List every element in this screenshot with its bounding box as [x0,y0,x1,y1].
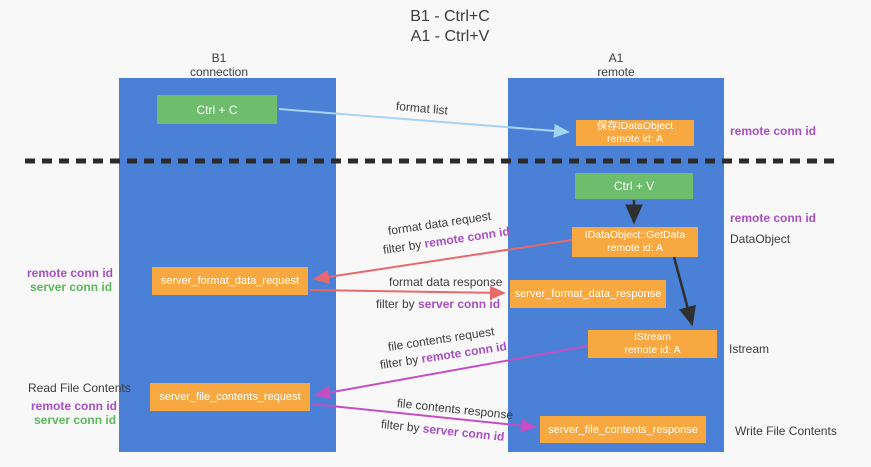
istream-line2: remote id: A [624,344,681,356]
file-contents-response-filter-label: filter by server conn id [380,417,505,444]
getdata-box: IDataObject::GetData remote id: A [572,227,698,257]
filter-by-prefix: filter by [378,351,423,372]
server-file-contents-request-label: server_file_contents_request [159,391,301,403]
server-format-data-response-box: server_format_data_response [510,280,666,308]
lane-b1-role: connection [189,65,249,79]
format-data-response-label: format data response [389,275,503,289]
server-format-data-request-label: server_format_data_request [160,275,300,287]
getdata-line1: IDataObject::GetData [584,229,686,241]
filter-by-prefix: filter by [380,417,424,436]
right-note-write-file-contents: Write File Contents [735,424,837,438]
right-note-istream: Istream [729,342,770,356]
ctrl-v-label: Ctrl + V [613,179,655,193]
server-file-contents-request-box: server_file_contents_request [150,383,310,411]
lane-b1-name: B1 [211,51,227,65]
filter-key-server-conn-id: server conn id [422,421,506,444]
file-contents-response-label: file contents response [396,396,514,423]
getdata-line2: remote id: A [606,242,664,254]
filter-key-server-conn-id: server conn id [418,297,501,311]
right-note-remote-conn-id-2: remote conn id [730,211,817,225]
format-data-response-arrow [309,285,506,300]
format-list-label: format list [395,99,449,118]
format-data-response-filter-label: filter by server conn id [376,297,500,311]
istream-box: IStream remote id: A [588,330,717,358]
istream-line1: IStream [634,331,671,343]
lane-b1-header: B1 connection [119,51,319,79]
server-format-data-request-box: server_format_data_request [152,267,308,295]
diagram-title-line1: B1 - Ctrl+C [410,8,490,25]
ctrl-c-label: Ctrl + C [196,102,238,117]
save-idataobject-line2: remote id: A [606,133,664,145]
left-note-server-conn-id-bottom: server conn id [34,413,117,427]
diagram-title-line2: A1 - Ctrl+V [410,28,490,45]
right-note-dataobject: DataObject [730,232,791,246]
lane-a1-name: A1 [608,51,624,65]
ctrl-v-box: Ctrl + V [575,173,693,199]
right-note-remote-conn-id-1: remote conn id [730,124,817,138]
left-note-read-file-contents: Read File Contents [28,381,131,395]
lane-a1-role: remote [597,65,635,79]
server-file-contents-response-label: server_file_contents_response [548,423,698,436]
diagram-title: B1 - Ctrl+C A1 - Ctrl+V [285,7,615,47]
filter-by-prefix: filter by [376,297,419,311]
save-idataobject-box: 保存IDataObject remote id: A [576,120,694,146]
left-note-remote-conn-id-top: remote conn id [27,266,114,280]
filter-by-prefix: filter by [381,236,426,257]
save-idataobject-line1: 保存IDataObject [596,120,674,132]
left-note-server-conn-id-top: server conn id [30,280,113,294]
left-note-remote-conn-id-bottom: remote conn id [31,399,118,413]
server-file-contents-response-box: server_file_contents_response [540,416,706,443]
lane-a1-header: A1 remote [508,51,724,79]
ctrl-c-box: Ctrl + C [157,95,277,124]
server-format-data-response-label: server_format_data_response [514,288,662,300]
